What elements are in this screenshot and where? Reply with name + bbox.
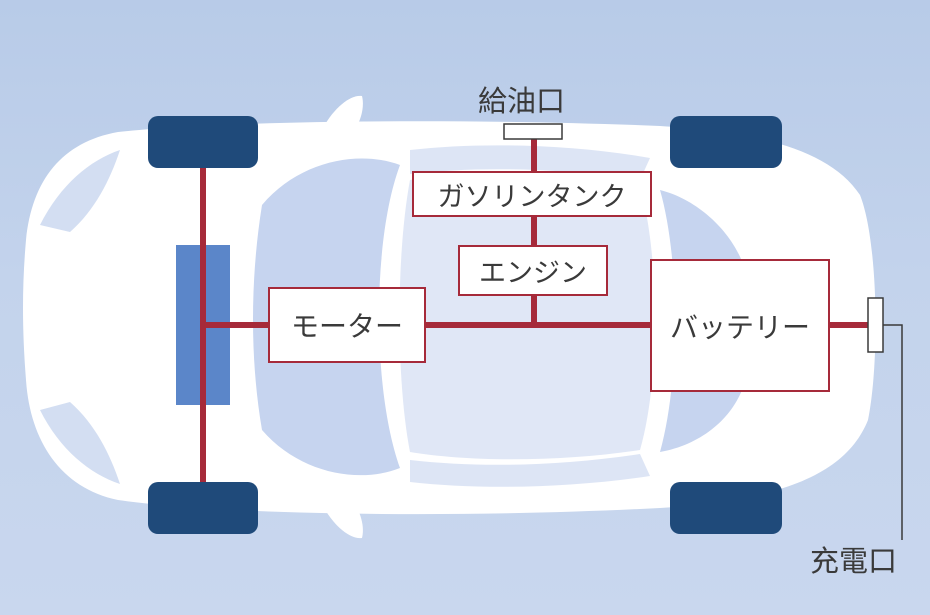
motor-box: モーター bbox=[268, 287, 426, 363]
wheel-front-right bbox=[148, 482, 258, 534]
gasoline-tank-label: ガソリンタンク bbox=[437, 181, 627, 213]
charging-port-leader bbox=[883, 324, 903, 540]
battery-label: バッテリー bbox=[669, 310, 810, 344]
engine-label: エンジン bbox=[479, 258, 587, 289]
battery-box: バッテリー bbox=[650, 259, 830, 392]
side-window-bottom bbox=[410, 454, 650, 487]
engine-box: エンジン bbox=[458, 245, 608, 296]
mirror-top bbox=[318, 95, 363, 142]
charging-port-label: 充電口 bbox=[810, 544, 898, 578]
power-lines bbox=[200, 139, 868, 482]
wheel-front-left bbox=[148, 116, 258, 168]
headlight-top bbox=[40, 150, 120, 232]
fuel-inlet-cap bbox=[503, 123, 563, 140]
wheel-rear-right bbox=[670, 482, 782, 534]
motor-label: モーター bbox=[290, 310, 403, 343]
fuel-inlet-label: 給油口 bbox=[478, 84, 566, 118]
wheel-rear-left bbox=[670, 116, 782, 168]
mirror-bottom bbox=[318, 492, 363, 539]
gasoline-tank-box: ガソリンタンク bbox=[412, 171, 652, 217]
charging-port-plug bbox=[867, 297, 884, 353]
headlight-bottom bbox=[40, 402, 120, 484]
